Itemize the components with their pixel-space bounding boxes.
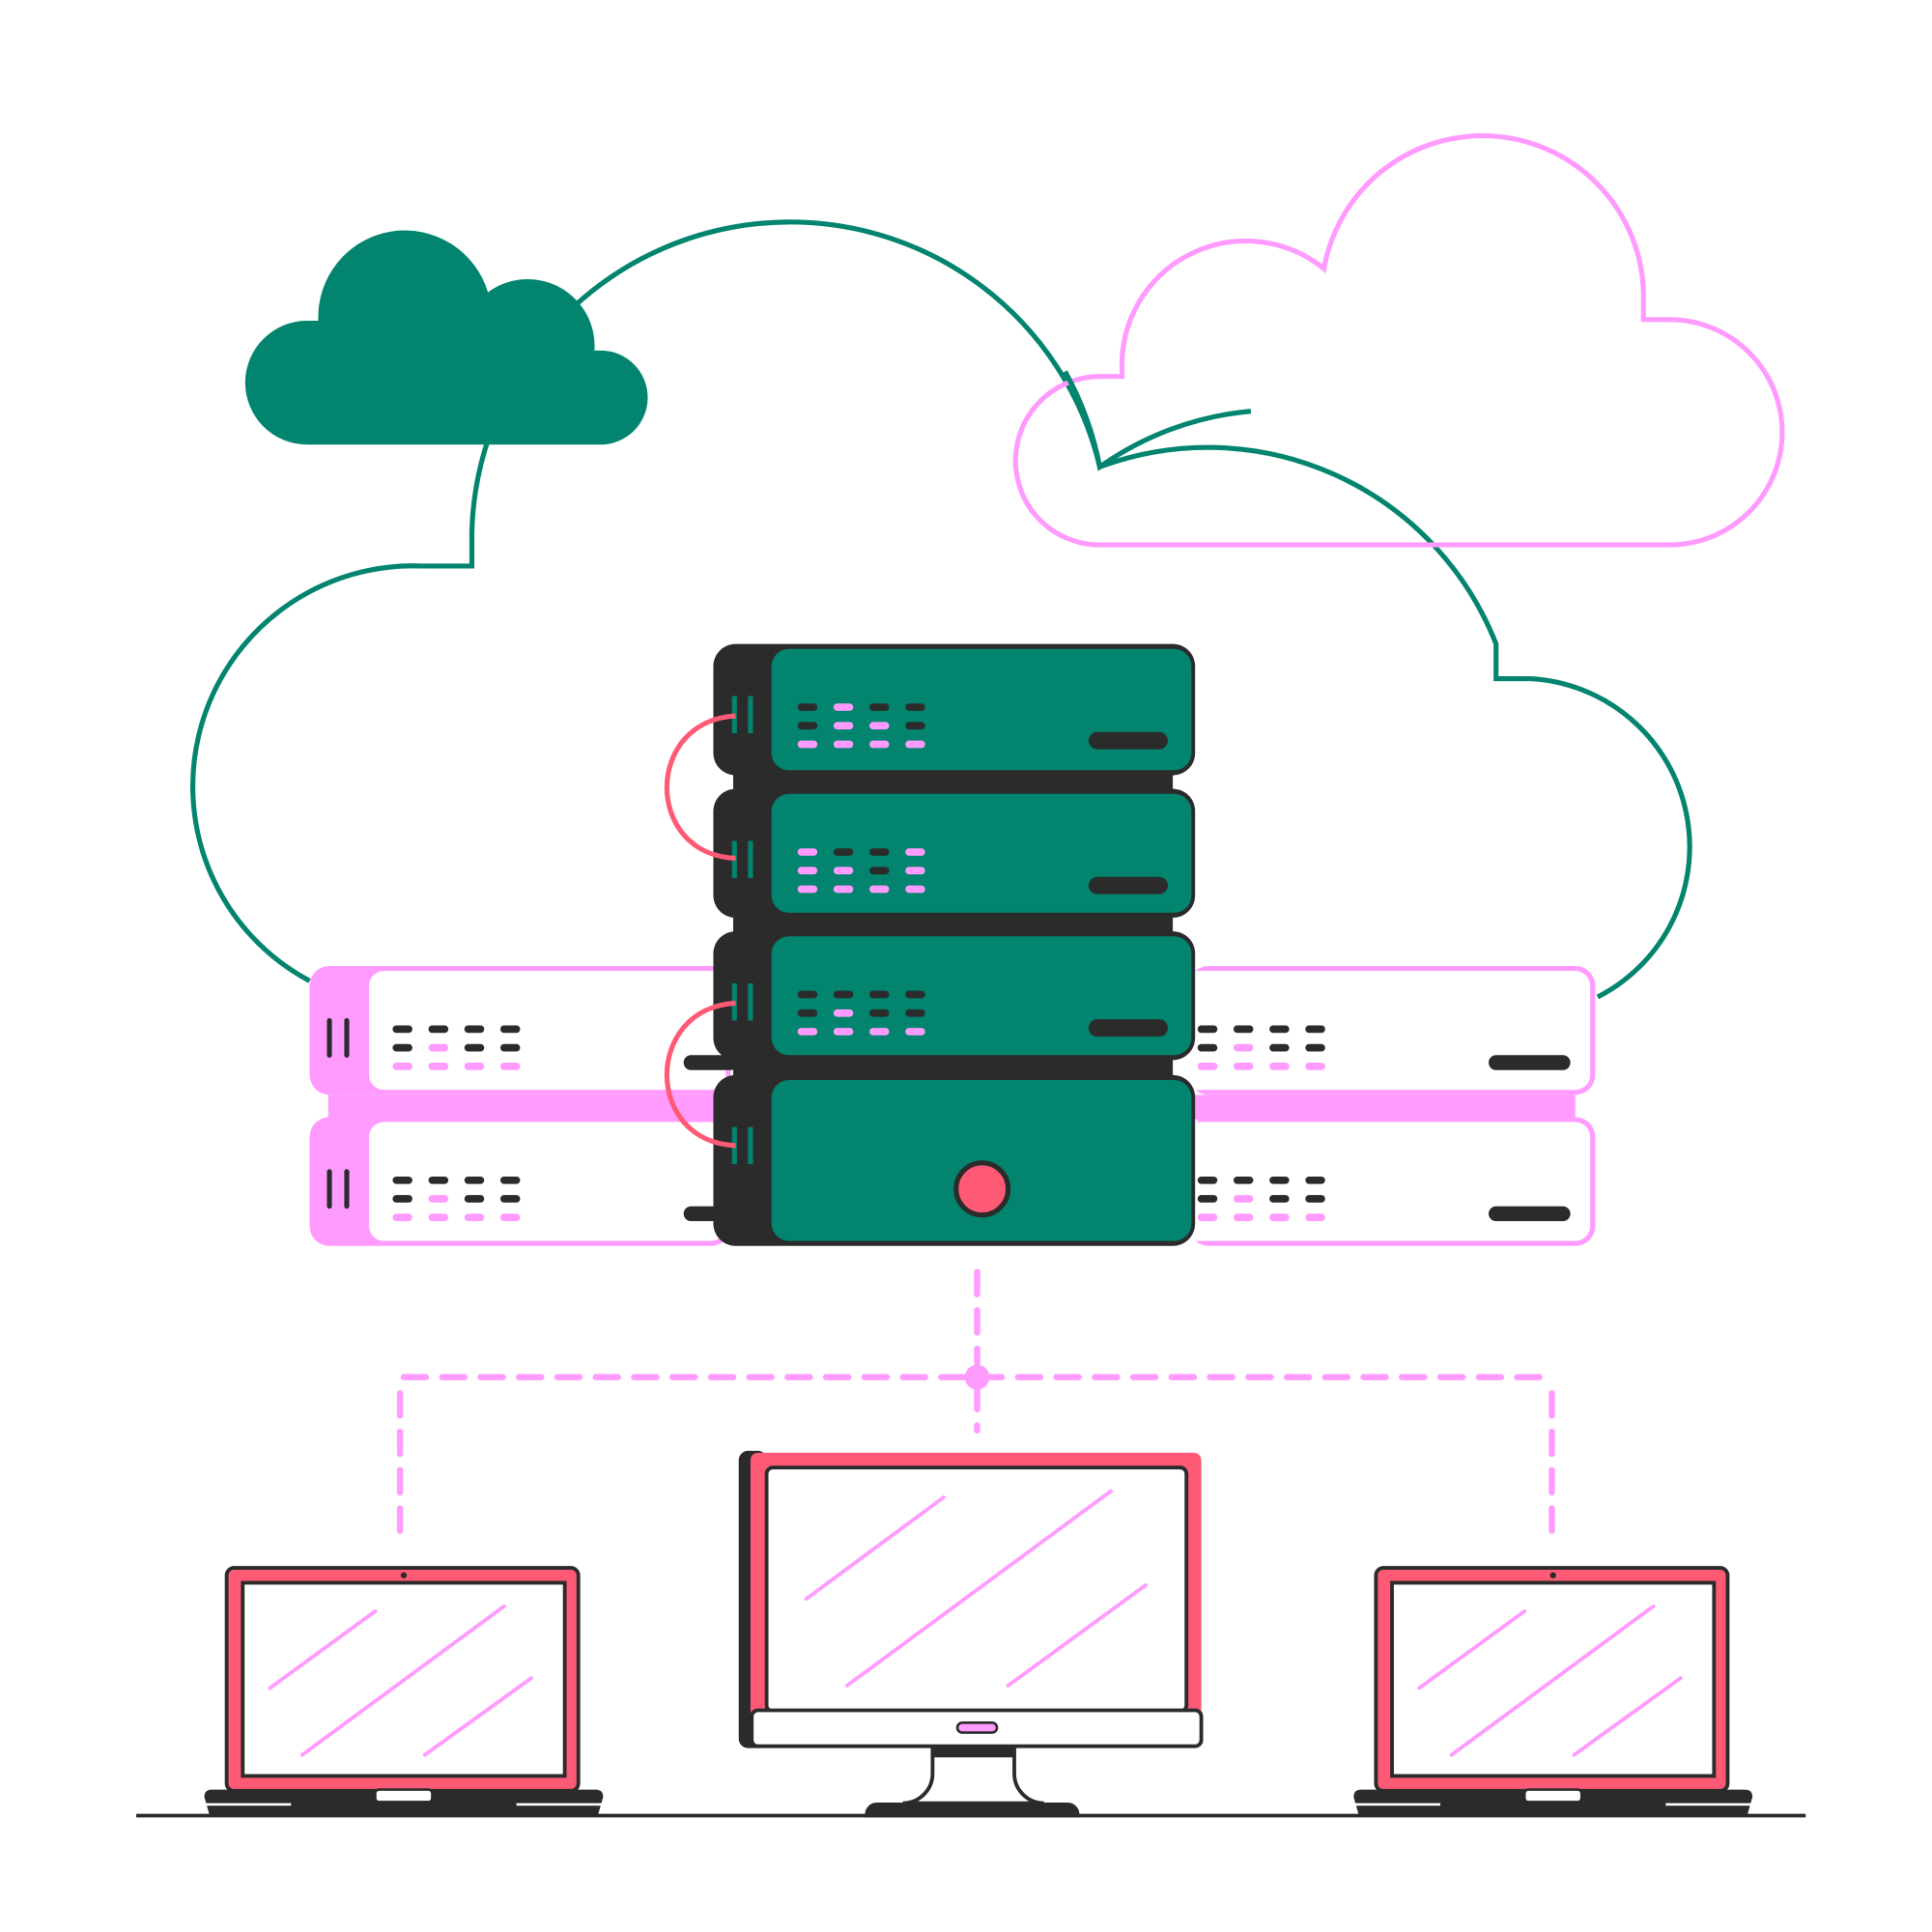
- screen-glare: [1006, 1583, 1148, 1688]
- server-stack: [713, 643, 1196, 1246]
- server-face: [771, 936, 1192, 1056]
- rack-face: [1164, 1122, 1591, 1241]
- server-cable-top: [665, 713, 736, 862]
- webcam-icon: [400, 1572, 408, 1578]
- monitor-power-button: [955, 1721, 999, 1734]
- server-unit: [713, 931, 1196, 1061]
- screen-glare: [1572, 1676, 1683, 1757]
- large-cloud-outline-overlap: [1063, 370, 1252, 471]
- monitor-stand-neck: [932, 1747, 1014, 1758]
- rack-unit: [1164, 1117, 1596, 1246]
- server-face: [771, 793, 1192, 913]
- rack-unit: [1164, 966, 1596, 1095]
- laptop: [1353, 1566, 1753, 1815]
- pink-racks: [309, 966, 1596, 1246]
- screen-glare: [804, 1495, 946, 1602]
- solid-green-cloud: [244, 230, 648, 445]
- screen-glare: [1449, 1604, 1656, 1757]
- monitor-base: [865, 1803, 1080, 1818]
- screen-glare: [422, 1676, 533, 1757]
- webcam-icon: [1549, 1572, 1556, 1578]
- pink-cloud-outline: [1012, 132, 1785, 548]
- rack-unit: [309, 966, 739, 1095]
- rack-face: [369, 971, 726, 1091]
- rack-face: [369, 1122, 726, 1241]
- server-cable-bottom: [665, 1000, 736, 1149]
- screen-glare: [299, 1604, 506, 1757]
- screen-glare: [1417, 1609, 1527, 1690]
- network-node: [964, 1364, 990, 1390]
- server-face: [771, 1079, 1192, 1241]
- server-unit: [713, 643, 1196, 776]
- large-cloud-outline: [190, 219, 1692, 1000]
- laptop-notch: [1522, 1788, 1583, 1804]
- desktop-monitor: [738, 1450, 1204, 1818]
- screen-glare: [268, 1609, 378, 1690]
- laptop-notch: [374, 1788, 434, 1804]
- laptop: [204, 1566, 604, 1815]
- rack-unit: [309, 1117, 739, 1246]
- server-face: [771, 648, 1192, 771]
- server-unit: [713, 788, 1196, 918]
- rack-face: [1164, 971, 1591, 1091]
- screen-glare: [845, 1489, 1113, 1688]
- server-unit: [713, 1074, 1196, 1246]
- power-button: [953, 1160, 1011, 1218]
